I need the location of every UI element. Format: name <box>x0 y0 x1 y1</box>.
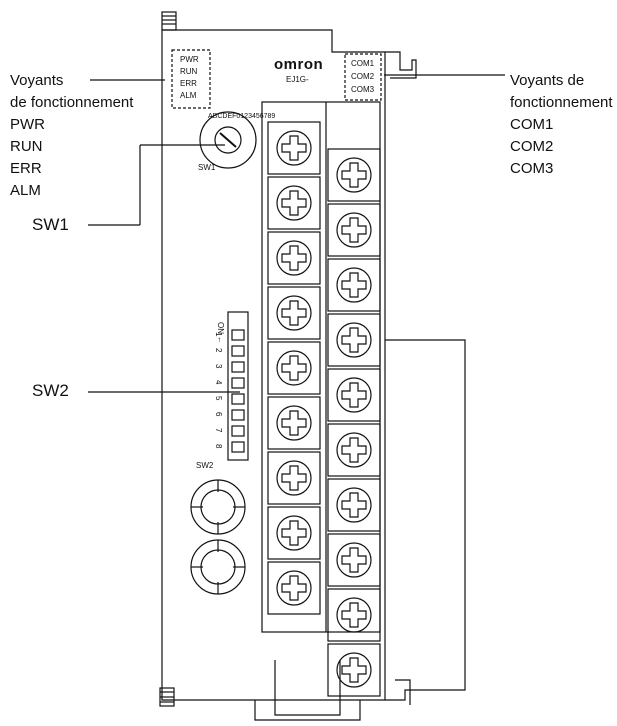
led-com3: COM3 <box>351 85 375 94</box>
round-port-lower <box>190 539 246 595</box>
left-indicators-title-1: Voyants <box>10 72 64 89</box>
sw2-on-arrow: ← <box>216 336 225 344</box>
sw2-on-label: ON <box>216 322 225 334</box>
round-port-upper <box>190 479 246 535</box>
dip-switch-1 <box>231 329 245 341</box>
left-run-label: RUN <box>10 138 43 155</box>
terminal-screw-left-8 <box>267 506 321 560</box>
led-com2: COM2 <box>351 72 375 81</box>
dip-number-4: 4 <box>214 380 223 385</box>
dip-switch-6 <box>231 409 245 421</box>
terminal-screw-left-5 <box>267 341 321 395</box>
left-led-block <box>171 49 211 109</box>
model-label: EJ1G- <box>286 75 309 84</box>
dip-switch-4 <box>231 377 245 389</box>
terminal-screw-right-10 <box>327 643 381 697</box>
terminal-screw-right-6 <box>327 423 381 477</box>
terminal-screw-left-3 <box>267 231 321 285</box>
right-indicators-title-2: fonctionnement <box>510 94 613 111</box>
sw2-device-label: SW2 <box>196 461 214 470</box>
dip-number-8: 8 <box>214 444 223 449</box>
dip-switch-7 <box>231 425 245 437</box>
right-com3-label: COM3 <box>510 160 554 177</box>
right-com1-label: COM1 <box>510 116 554 133</box>
device-housing <box>161 29 386 701</box>
terminal-screw-right-3 <box>327 258 381 312</box>
terminal-screw-right-9 <box>327 588 381 642</box>
dip-switch-5 <box>231 393 245 405</box>
left-indicators-label: Voyants de fonctionnement PWR RUN ERR AL… <box>10 70 133 202</box>
sw2-label: SW2 <box>32 381 69 400</box>
sw1-device-label: SW1 <box>198 163 216 172</box>
dip-number-7: 7 <box>214 428 223 433</box>
terminal-screw-right-5 <box>327 368 381 422</box>
side-bracket <box>385 339 466 701</box>
dip-number-6: 6 <box>214 412 223 417</box>
top-clip <box>161 11 177 31</box>
terminal-screw-right-2 <box>327 203 381 257</box>
led-pwr: PWR <box>180 55 199 64</box>
terminal-screw-left-6 <box>267 396 321 450</box>
terminal-screw-left-4 <box>267 286 321 340</box>
dip-switch-8 <box>231 441 245 453</box>
terminal-screw-left-7 <box>267 451 321 505</box>
dip-switch-3 <box>231 361 245 373</box>
led-alm: ALM <box>180 91 197 100</box>
terminal-screw-right-4 <box>327 313 381 367</box>
left-err-label: ERR <box>10 160 42 177</box>
sw1-label: SW1 <box>32 215 69 234</box>
dip-number-2: 2 <box>214 348 223 353</box>
right-led-block <box>344 53 382 101</box>
terminal-screw-left-1 <box>267 121 321 175</box>
terminal-screw-left-9 <box>267 561 321 615</box>
terminal-screw-left-2 <box>267 176 321 230</box>
left-indicators-title-2: de fonctionnement <box>10 94 134 111</box>
terminal-block <box>261 101 381 633</box>
led-com1: COM1 <box>351 59 375 68</box>
top-latch <box>385 51 417 79</box>
dip-number-3: 3 <box>214 364 223 369</box>
left-alm-label: ALM <box>10 182 41 199</box>
led-run: RUN <box>180 67 198 76</box>
terminal-screw-right-1 <box>327 148 381 202</box>
right-indicators-label: Voyants de fonctionnement COM1 COM2 COM3 <box>510 70 613 180</box>
sw1-dial-markings: ABCDEF0123456789 <box>208 113 275 120</box>
brand-logo: omron <box>274 56 323 73</box>
led-err: ERR <box>180 79 197 88</box>
right-com2-label: COM2 <box>510 138 554 155</box>
terminal-screw-right-7 <box>327 478 381 532</box>
left-pwr-label: PWR <box>10 116 45 133</box>
dip-switch-2 <box>231 345 245 357</box>
dip-number-5: 5 <box>214 396 223 401</box>
sw1-rotary-switch <box>199 111 257 169</box>
right-indicators-title-1: Voyants de <box>510 72 585 89</box>
sw2-dip-switch-block <box>227 311 249 461</box>
terminal-screw-right-8 <box>327 533 381 587</box>
dip-number-1: 1 <box>214 332 223 337</box>
